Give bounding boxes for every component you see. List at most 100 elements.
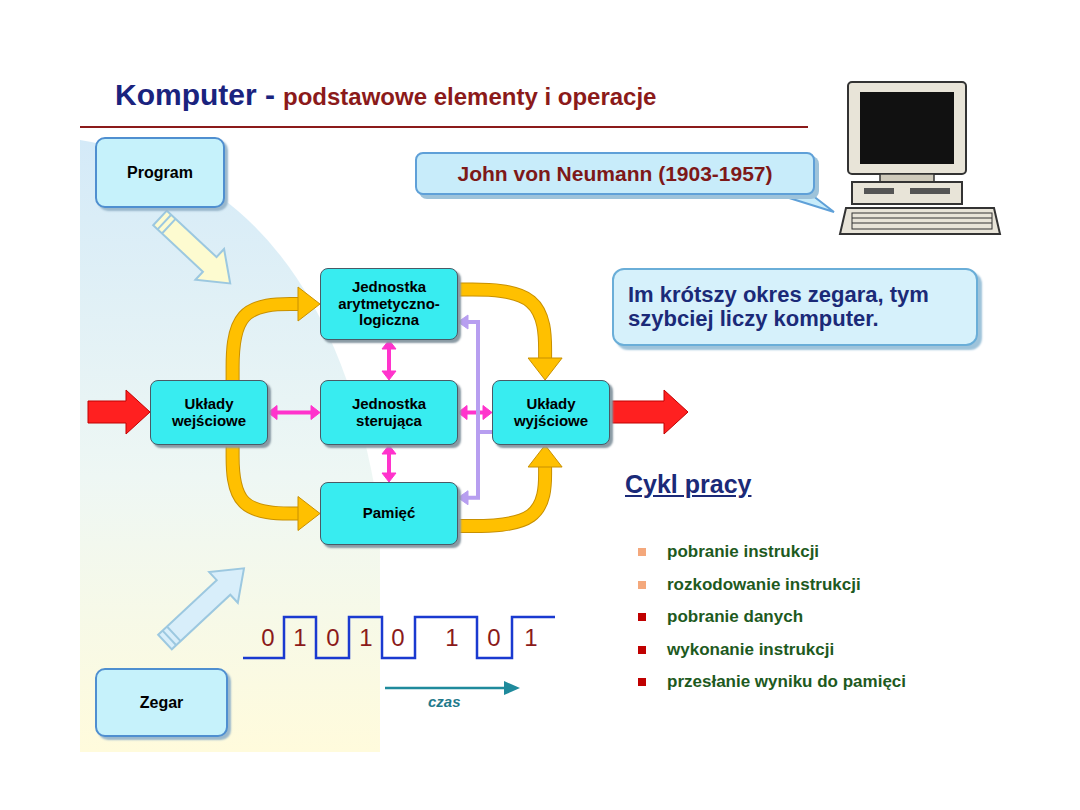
keyboard [840,208,1000,234]
connector [233,445,320,531]
bit-value: 0 [391,626,404,650]
bit-value: 1 [293,626,306,650]
connector [268,406,320,420]
cycle-step: rozkodowanie instrukcji [667,574,861,596]
bit-value: 0 [261,626,274,650]
cycle-step: pobranie instrukcji [667,541,819,563]
callout-pointer [770,192,834,212]
keyboard-keys [852,213,992,229]
arrowhead [298,497,320,531]
connector-line [467,432,493,498]
monitor [848,82,966,174]
node-text: Program [127,164,193,182]
arrowhead [458,491,468,505]
arrowhead [382,473,396,482]
connector [458,315,492,432]
connector-outline [458,290,545,362]
node-text: Jednostka sterująca [327,396,451,429]
memory-box: Pamięć [320,482,458,545]
pale-arrow [146,203,245,299]
bit-value: 0 [326,626,339,650]
arrowhead [528,445,562,467]
cycle-step: pobranie danych [667,606,803,628]
monitor-stand [880,174,934,182]
program-box: Program [95,137,225,208]
time-arrow [385,687,506,690]
connector [382,340,396,380]
note-callout: Im krótszy okres zegara, tym szybciej li… [612,268,978,346]
connector [458,445,562,526]
node-text: Im krótszy okres zegara, tym szybciej li… [628,283,962,331]
bullet [638,613,646,621]
clock-waveform [243,617,555,658]
arrowhead [458,406,467,420]
connector-line [387,348,391,373]
title-rule [80,126,808,128]
arrow-tail-stripes [158,215,176,234]
arrowhead [268,406,277,420]
connector [458,290,562,380]
pale-arrow [151,553,259,657]
arrowhead [458,315,468,329]
program-arrow [146,203,245,299]
connector [458,432,492,505]
bullet [638,581,646,589]
arrow-tail-stripes [163,627,181,646]
connector-line [467,322,493,432]
connector [458,406,492,420]
node-text: Układy wyjściowe [499,396,603,429]
alu-box: Jednostka arytmetyczno- logiczna [320,268,458,340]
connector-outline [458,464,545,526]
clock-arrow [151,553,259,657]
arrowhead [382,445,396,454]
arrowhead [382,340,396,349]
cycle-step: przesłanie wyniku do pamięci [667,671,906,693]
input-arrow [88,390,150,434]
connector-line [458,290,545,362]
bullet [638,678,646,686]
arrowhead [298,287,320,321]
node-text: John von Neumann (1903-1957) [457,162,772,186]
connector-outline [233,304,302,380]
output-arrow [612,390,688,434]
connector [233,287,320,380]
connector-line [233,304,302,380]
connector [382,445,396,482]
connector-line [387,453,391,475]
node-text: Jednostka arytmetyczno- logiczna [327,279,451,329]
connector-line [233,445,302,514]
connector-line [466,411,485,415]
section-heading: Cykl pracy [625,470,751,499]
input-box: Układy wejściowe [150,380,268,445]
time-label: czas [428,693,461,710]
connector-line [276,411,313,415]
bit-value: 1 [524,626,537,650]
cycle-step: wykonanie instrukcji [667,639,834,661]
clock-box: Zegar [95,668,228,737]
connector-outline [233,445,302,514]
control-box: Jednostka sterująca [320,380,458,445]
node-text: Zegar [140,694,184,712]
arrowhead [382,371,396,380]
drive-slot [910,188,950,194]
bullet [638,646,646,654]
node-text: Pamięć [363,505,416,522]
time-arrowhead [504,681,520,695]
monitor-screen [860,92,954,164]
arrowhead [311,406,320,420]
bit-value: 1 [445,626,458,650]
slide-subtitle: podstawowe elementy i operacje [283,85,656,109]
slide-title: Komputer - [115,80,275,110]
bullet [638,548,646,556]
bit-value: 1 [359,626,372,650]
keyboard-rows [852,218,992,223]
author-callout: John von Neumann (1903-1957) [415,152,815,195]
bit-value: 0 [487,626,500,650]
background-region [80,140,380,752]
connector-line [458,464,545,526]
system-unit [852,182,962,204]
computer-illustration [840,82,1000,234]
output-box: Układy wyjściowe [492,380,610,445]
arrowhead [483,406,492,420]
